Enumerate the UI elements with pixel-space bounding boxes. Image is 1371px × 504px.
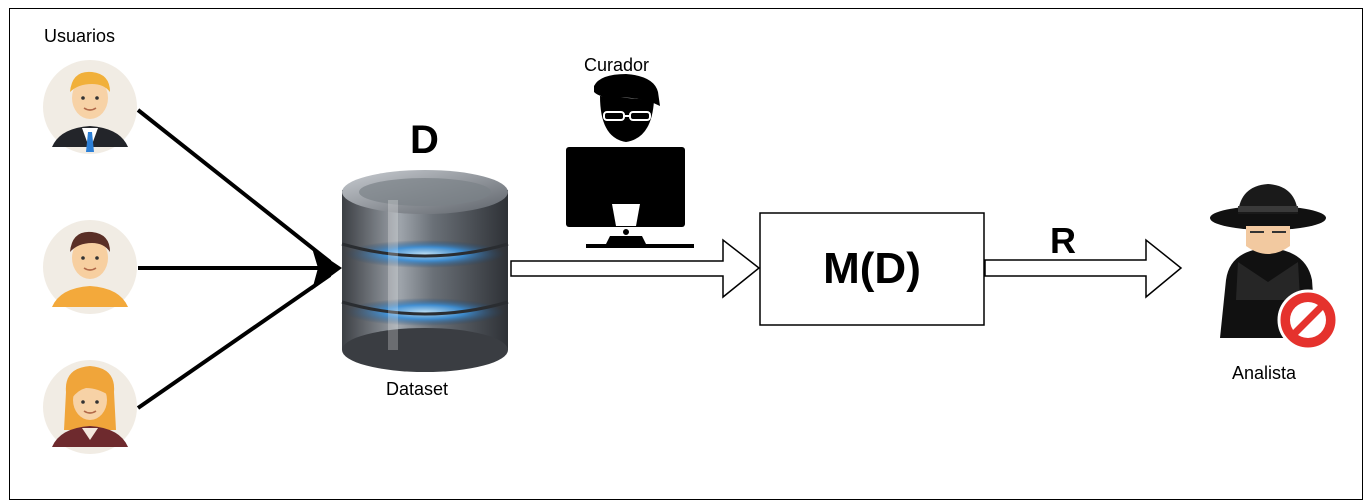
arrow-dataset-to-mechanism bbox=[510, 238, 761, 299]
user-arrows bbox=[136, 108, 332, 410]
user-man-casual-icon bbox=[43, 220, 137, 314]
dataset-label: Dataset bbox=[386, 379, 449, 399]
arrowhead-dataset bbox=[312, 248, 342, 290]
database-icon bbox=[341, 170, 509, 372]
prohibited-icon bbox=[1277, 289, 1339, 351]
curator-computer-icon bbox=[566, 74, 694, 248]
analyst-label: Analista bbox=[1232, 363, 1297, 383]
curator-label: Curador bbox=[584, 55, 650, 75]
mechanism-box bbox=[759, 212, 985, 326]
result-label: R bbox=[1050, 220, 1076, 261]
arrow-mechanism-to-analyst bbox=[984, 238, 1183, 299]
user-woman-icon bbox=[43, 360, 137, 454]
arrow-user1-to-dataset bbox=[136, 108, 332, 264]
arrow-user3-to-dataset bbox=[136, 273, 332, 410]
mechanism-label: M(D) bbox=[823, 244, 921, 293]
diagram-frame bbox=[9, 8, 1363, 500]
user-man-tie-icon bbox=[43, 60, 137, 154]
dataset-symbol-label: D bbox=[410, 118, 439, 162]
users-label: Usuarios bbox=[44, 26, 116, 46]
